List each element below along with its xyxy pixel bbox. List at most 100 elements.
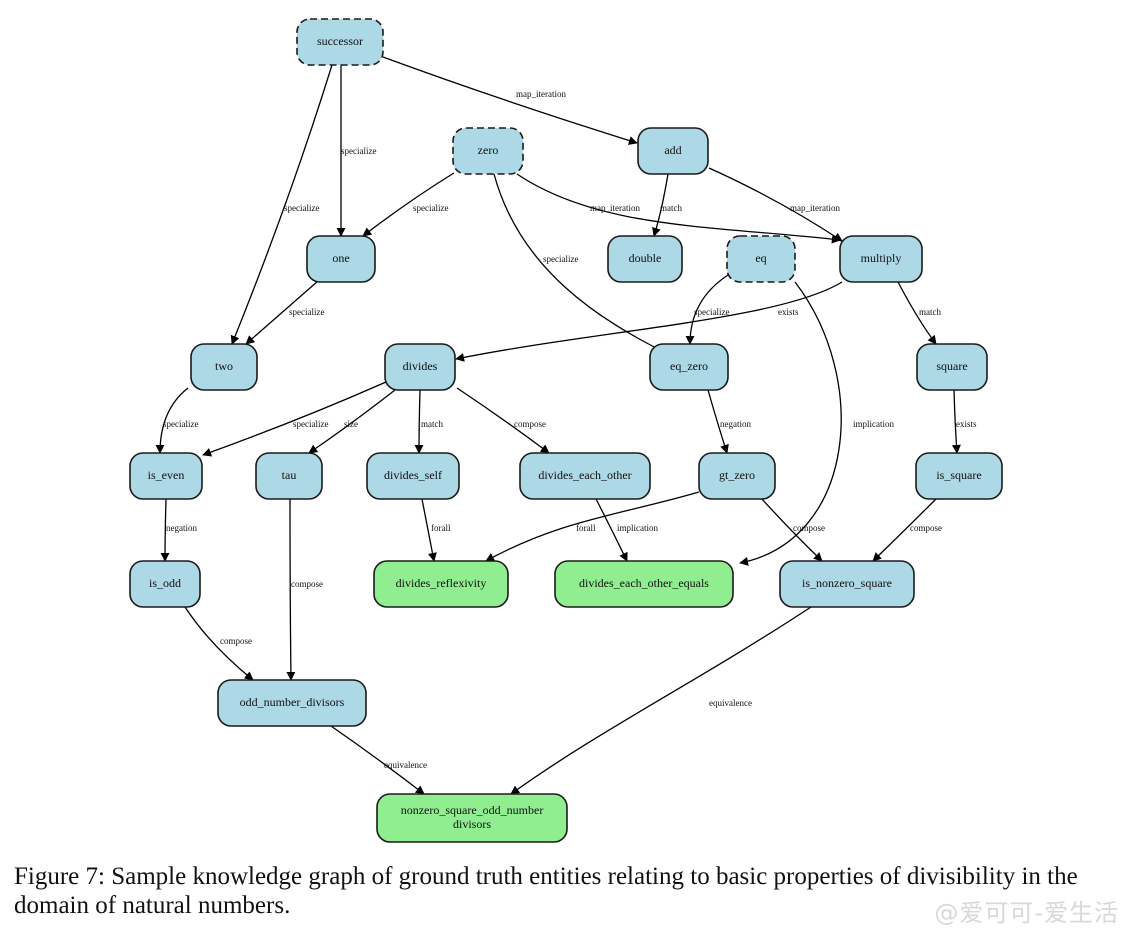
- edge-line: [485, 491, 700, 562]
- node-label: one: [332, 251, 349, 265]
- node-zero: zero: [452, 127, 524, 175]
- edge-add-to-double: match: [652, 173, 682, 237]
- node-label: is_square: [936, 468, 981, 482]
- edge-eq_zero-to-gt_zero: negation: [707, 389, 751, 454]
- node-box: [296, 18, 384, 66]
- edge-divides-to-divides_self: match: [414, 389, 443, 454]
- edge-label: map_iteration: [790, 203, 840, 213]
- edge-label: implication: [853, 419, 894, 429]
- edge-successor-to-one: specialize: [336, 64, 376, 237]
- edge-two-to-is_even: specialize: [155, 387, 198, 454]
- edge-line: [761, 498, 823, 562]
- edge-label: negation: [720, 419, 751, 429]
- node-label: odd_number_divisors: [240, 695, 345, 709]
- edge-square-to-is_square: exists: [951, 389, 977, 454]
- node-box: [726, 235, 796, 283]
- edge-divides-to-tau: size: [308, 389, 396, 454]
- node-box: [452, 127, 524, 175]
- node-box: [376, 793, 568, 843]
- edge-label: specialize: [341, 146, 376, 156]
- node-box: [306, 235, 376, 283]
- edge-line: [493, 173, 667, 354]
- node-two: two: [190, 343, 258, 391]
- node-is-even: is_even: [129, 452, 203, 500]
- edge-line: [308, 389, 396, 454]
- node-successor: successor: [296, 18, 384, 66]
- edge-line: [286, 498, 296, 681]
- node-box: [649, 343, 729, 391]
- edge-line: [652, 173, 669, 237]
- edge-divides_each_other-to-divides_each_other_equals: implication: [595, 498, 658, 562]
- node-label: gt_zero: [719, 468, 755, 482]
- edge-label: size: [344, 419, 358, 429]
- figure-caption: Figure 7: Sample knowledge graph of grou…: [14, 863, 1078, 919]
- knowledge-graph: map_iteration specialize specialize special…: [129, 18, 1003, 843]
- node-is-odd: is_odd: [129, 560, 201, 608]
- edges-layer: map_iteration specialize specialize special…: [155, 56, 977, 795]
- node-label: successor: [317, 34, 363, 48]
- node-divides-each-other: divides_each_other: [519, 452, 651, 500]
- node-box: [129, 560, 201, 608]
- edge-gt_zero-to-divides_reflexivity: forall: [485, 491, 700, 562]
- node-label: add: [664, 143, 681, 157]
- node-gt-zero: gt_zero: [698, 452, 776, 500]
- edge-eq-to-divides_each_other_equals: implication: [739, 281, 894, 566]
- node-box: [384, 343, 456, 391]
- node-box: [637, 127, 709, 175]
- node-box: [915, 452, 1003, 500]
- node-label: divides_self: [384, 468, 442, 482]
- edge-line: [739, 281, 842, 566]
- node-eq-zero: eq_zero: [649, 343, 729, 391]
- edge-label: specialize: [293, 419, 328, 429]
- edge-line: [951, 389, 961, 454]
- node-label: eq_zero: [670, 359, 708, 373]
- node-is-square: is_square: [915, 452, 1003, 500]
- node-divides-reflexivity: divides_reflexivity: [373, 560, 509, 608]
- edge-label: specialize: [289, 307, 324, 317]
- edge-is_odd-to-odd_number_divisors: compose: [184, 606, 254, 681]
- edge-zero-to-multiply: map_iteration: [516, 173, 841, 244]
- edge-eq-to-eq_zero: specialize: [685, 274, 729, 345]
- node-add: add: [637, 127, 709, 175]
- edge-multiply-to-square: match: [897, 281, 941, 345]
- edge-label: equivalence: [709, 698, 752, 708]
- watermark: @爱可可-爱生活: [934, 899, 1119, 927]
- edge-label: specialize: [413, 203, 448, 213]
- node-divides-self: divides_self: [366, 452, 460, 500]
- edge-line: [230, 64, 333, 345]
- node-label: eq: [755, 251, 766, 265]
- node-label: square: [936, 359, 967, 373]
- node-box: [916, 343, 988, 391]
- node-label: two: [215, 359, 233, 373]
- edge-label: negation: [166, 523, 197, 533]
- node-eq: eq: [726, 235, 796, 283]
- edge-zero-to-one: specialize: [362, 172, 455, 237]
- edge-label: exists: [956, 419, 977, 429]
- edge-line: [362, 172, 455, 237]
- edge-label: match: [919, 307, 941, 317]
- edge-line: [330, 725, 425, 795]
- edge-line: [421, 498, 437, 562]
- edge-line: [202, 381, 387, 457]
- edge-one-to-two: specialize: [245, 280, 324, 345]
- edge-line: [872, 498, 937, 562]
- edge-successor-to-two: specialize: [230, 64, 333, 345]
- node-label: is_even: [148, 468, 185, 482]
- edge-label: match: [660, 203, 682, 213]
- edge-successor-to-add: map_iteration: [382, 56, 638, 145]
- edge-label: specialize: [284, 203, 319, 213]
- edge-is_square-to-is_nonzero_square: compose: [872, 498, 942, 562]
- node-label: is_nonzero_square: [802, 576, 892, 590]
- edge-divides-to-is_even: specialize: [202, 381, 387, 457]
- node-box: [519, 452, 651, 500]
- node-double: double: [607, 235, 683, 283]
- edge-label: compose: [514, 419, 546, 429]
- edge-is_even-to-is_odd: negation: [160, 498, 197, 562]
- node-label: divides: [403, 359, 438, 373]
- edge-line: [382, 56, 638, 145]
- node-divides: divides: [384, 343, 456, 391]
- node-multiply: multiply: [839, 235, 923, 283]
- node-label: divides_each_other: [538, 468, 631, 482]
- node-box: [779, 560, 915, 608]
